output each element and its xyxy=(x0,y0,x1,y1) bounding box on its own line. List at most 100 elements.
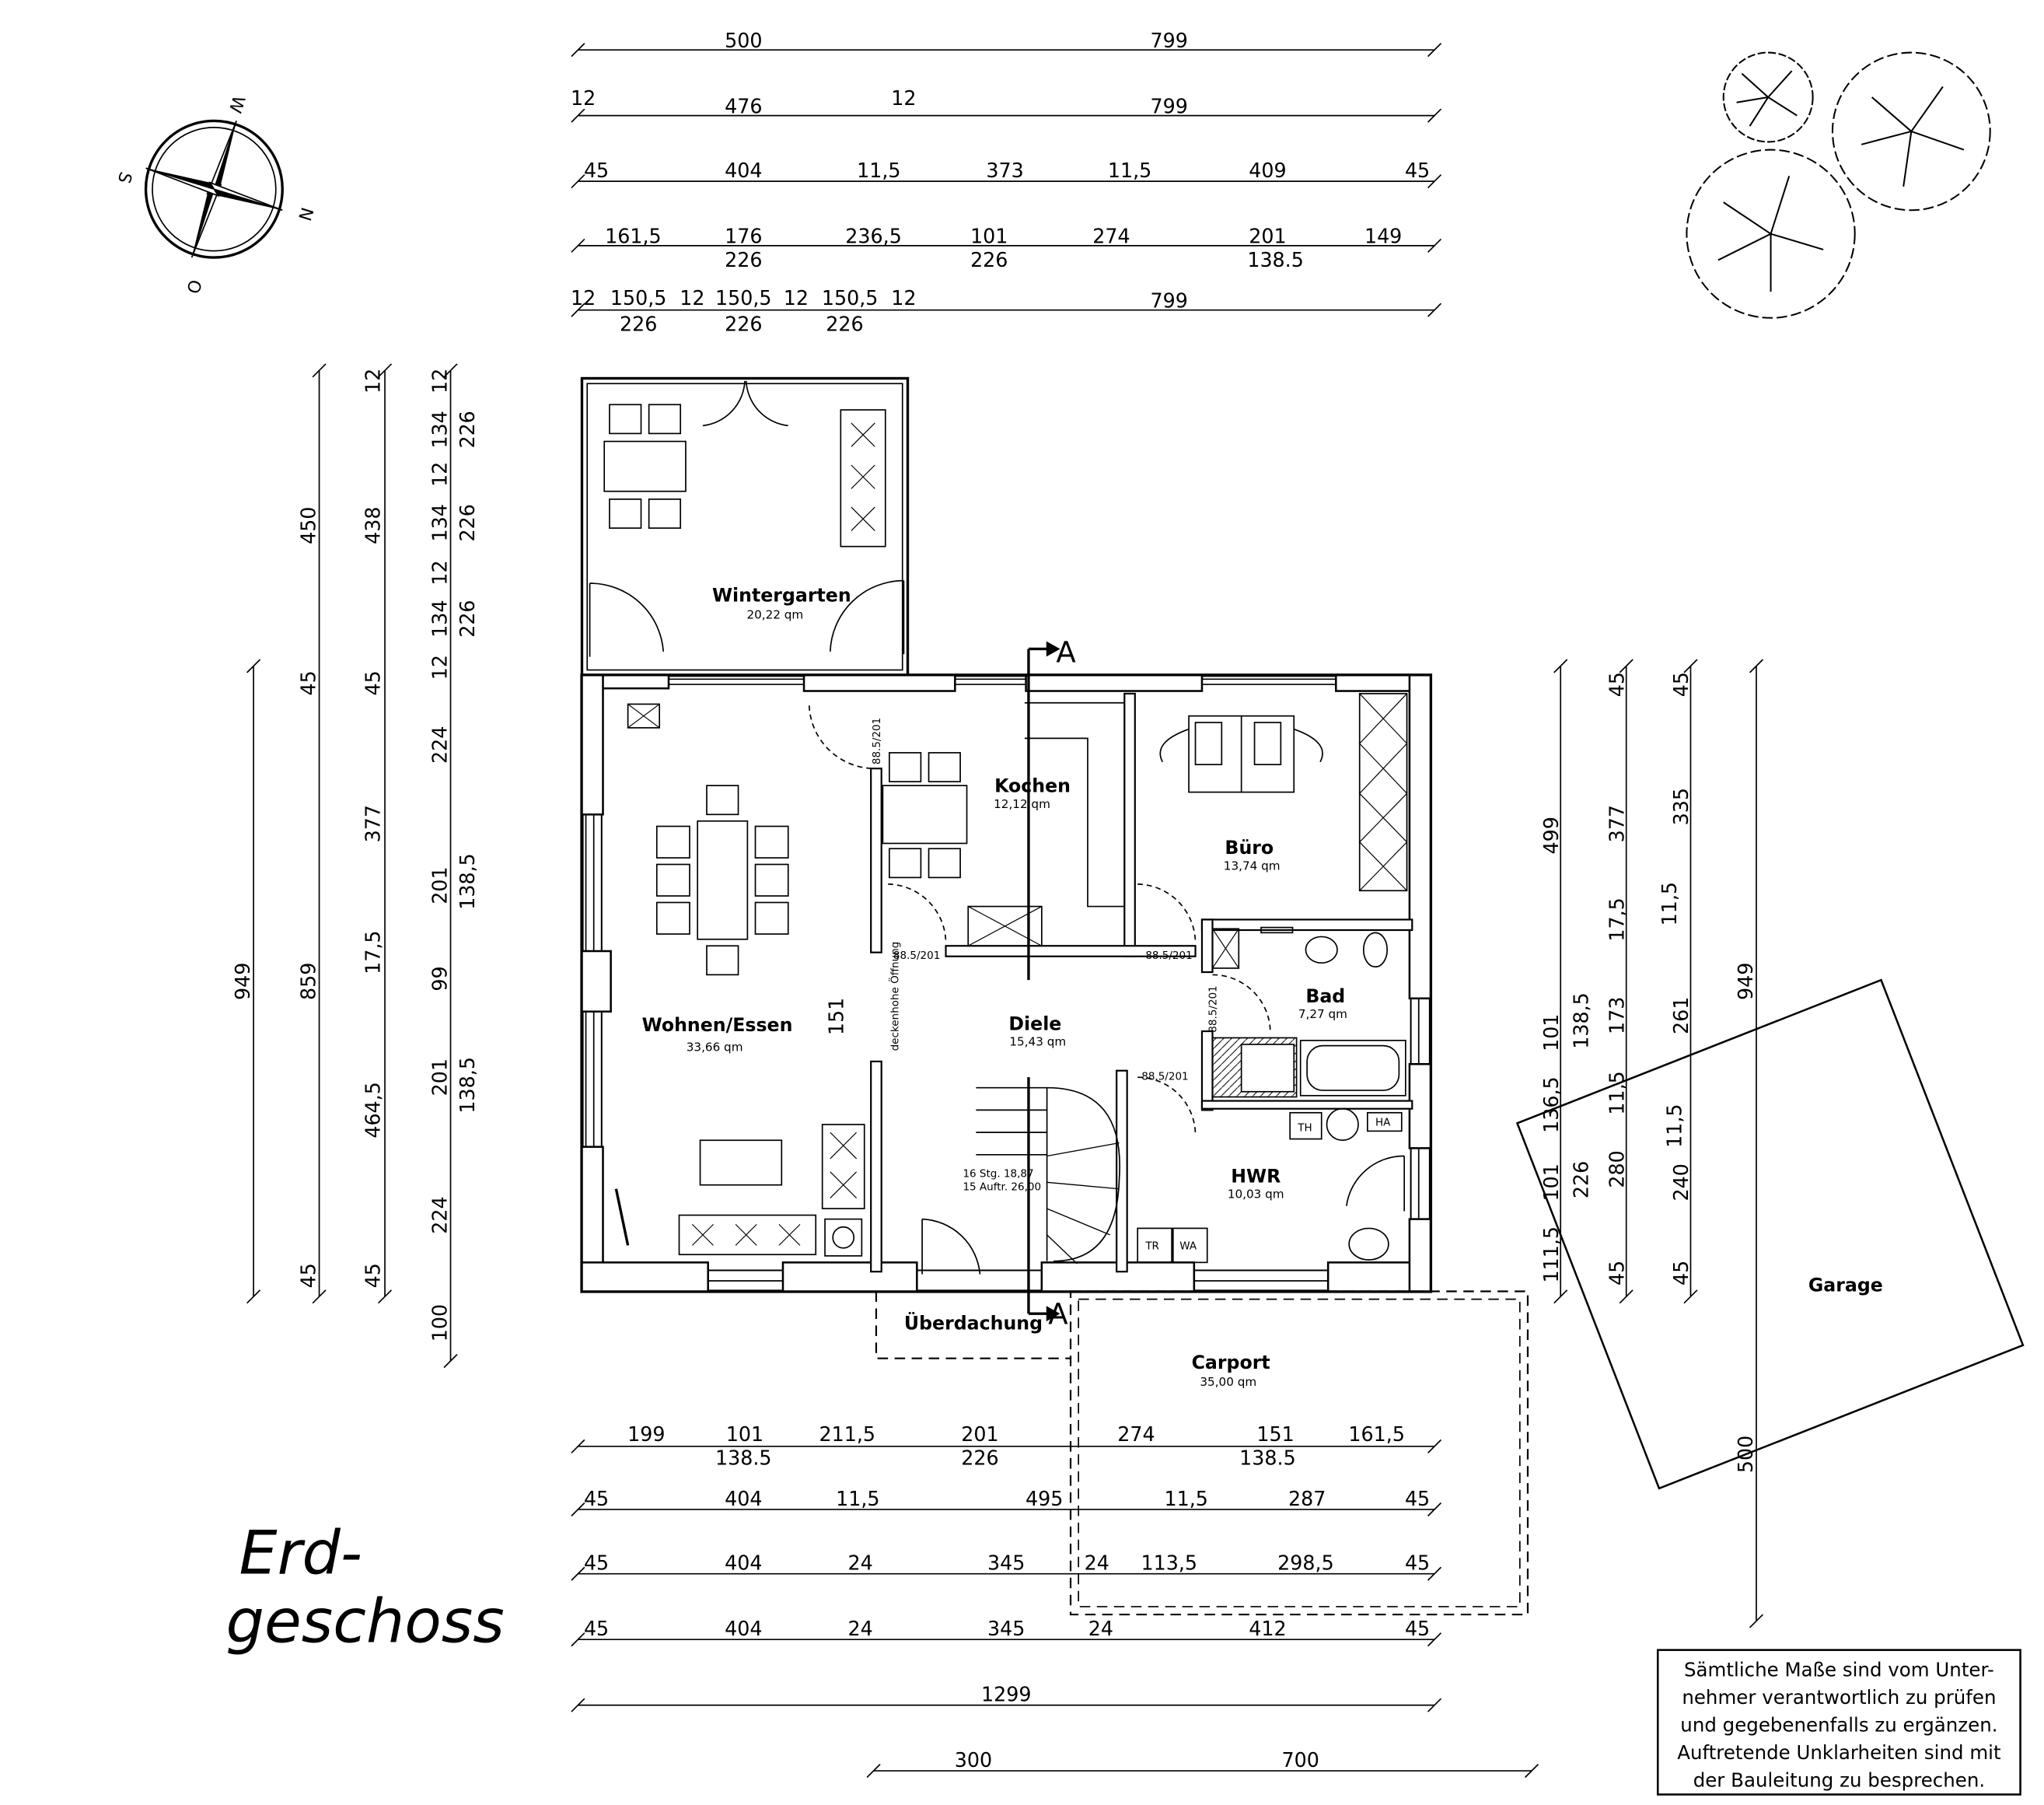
dim-right: 949 xyxy=(1734,963,1757,1000)
dimension-tick xyxy=(866,1764,881,1779)
dim-left: 12 xyxy=(428,462,451,487)
dimension-tick xyxy=(312,1289,327,1304)
note-line-3: und gegebenenfalls zu ergänzen. xyxy=(1680,1713,1997,1736)
dim-bottom: 45 xyxy=(584,1617,609,1640)
dims-left: 949 450 45 859 45 12 438 45 377 17,5 464… xyxy=(231,369,479,1342)
door-label: 88.5/201 xyxy=(871,718,883,764)
room-label-bad: Bad xyxy=(1305,985,1345,1007)
dim-bottom: 11,5 xyxy=(836,1487,879,1510)
dim-top: 12 xyxy=(680,286,704,310)
dim-top: 226 xyxy=(826,313,863,336)
dim-left: 99 xyxy=(428,966,451,991)
room-area-wintergarten: 20,22 qm xyxy=(746,608,803,622)
dim-left: 45 xyxy=(361,1263,384,1288)
dim-left: 201 xyxy=(428,1058,451,1096)
note-line-4: Auftretende Unklarheiten sind mit xyxy=(1677,1741,2001,1764)
dimension-tick xyxy=(571,238,585,253)
dim-top: 45 xyxy=(584,159,609,182)
dim-top: 150,5 xyxy=(715,286,772,310)
dim-left: 134 xyxy=(428,504,451,541)
compass-north-label: N xyxy=(294,205,316,222)
dim-left: 464,5 xyxy=(361,1082,384,1139)
dim-left: 226 xyxy=(456,600,479,637)
room-area-bad: 7,27 qm xyxy=(1298,1007,1347,1021)
dim-top: 12 xyxy=(571,286,596,310)
dimension-tick xyxy=(246,1289,261,1304)
dimension-tick xyxy=(1525,1764,1539,1779)
dim-left: 224 xyxy=(428,726,451,764)
dim-right: 45 xyxy=(1605,1261,1628,1286)
dimension-tick xyxy=(571,303,585,317)
dimension-tick xyxy=(571,1439,585,1453)
dim-left: 17,5 xyxy=(361,930,384,974)
dim-top: 11,5 xyxy=(857,159,900,182)
dimension-tick xyxy=(378,363,393,378)
note-line-1: Sämtliche Maße sind vom Unter- xyxy=(1684,1658,1994,1681)
dim-right: 45 xyxy=(1669,672,1693,697)
dim-right: 136,5 xyxy=(1539,1076,1563,1133)
dim-left: 12 xyxy=(428,560,451,585)
dimension-tick xyxy=(1427,174,1442,189)
dim-left: 949 xyxy=(231,963,254,1000)
door-label: 88.5/201 xyxy=(1141,1071,1188,1083)
dim-left: 100 xyxy=(428,1304,451,1342)
dim-right: 111,5 xyxy=(1539,1226,1563,1283)
dim-bottom: 138.5 xyxy=(715,1446,772,1469)
dimension-tick xyxy=(312,363,327,378)
dim-right: 377 xyxy=(1605,805,1628,842)
dim-left: 226 xyxy=(456,411,479,448)
dim-bottom: 45 xyxy=(584,1487,609,1510)
dim-top: 500 xyxy=(725,29,762,52)
room-area-hwr: 10,03 qm xyxy=(1228,1188,1284,1202)
dim-top: 11,5 xyxy=(1108,159,1151,182)
dimension-tick xyxy=(1427,238,1442,253)
dim-right: 226 xyxy=(1570,1161,1593,1198)
dims-right: 499 101 136,5 101 111,5 138,5 226 45 377… xyxy=(1539,672,1757,1473)
fixture-label-tr: TR xyxy=(1144,1240,1159,1252)
dim-bottom: 287 xyxy=(1288,1487,1326,1510)
dim-left: 12 xyxy=(428,369,451,394)
section-marker-bottom: A xyxy=(1048,1298,1068,1331)
room-area-buero: 13,74 qm xyxy=(1224,859,1281,873)
door-label: 88.5/201 xyxy=(1207,985,1220,1032)
dimension-tick xyxy=(1427,1698,1442,1712)
room-label-wohnen: Wohnen/Essen xyxy=(642,1014,793,1036)
compass-south-label: S xyxy=(114,170,135,186)
dim-top: 404 xyxy=(725,159,762,182)
room-area-diele: 15,43 qm xyxy=(1009,1035,1066,1049)
dimension-tick xyxy=(1427,43,1442,58)
dimension-tick xyxy=(1683,659,1698,673)
dim-right: 500 xyxy=(1734,1436,1757,1473)
stairs-label: 15 Auftr. 26,00 xyxy=(963,1181,1041,1193)
dimension-tick xyxy=(443,363,458,378)
dim-top: 226 xyxy=(970,248,1008,271)
section-marker-top: A xyxy=(1056,635,1076,669)
dimension-tick xyxy=(1427,1566,1442,1581)
dim-top: 161,5 xyxy=(605,225,662,248)
dim-right: 45 xyxy=(1669,1261,1693,1286)
fixture-label-th: TH xyxy=(1297,1121,1312,1134)
room-label-garage: Garage xyxy=(1808,1275,1883,1296)
dimension-tick xyxy=(1427,303,1442,317)
dimension-tick xyxy=(1683,1289,1698,1304)
compass-rose-icon: W N O S xyxy=(114,93,316,296)
dimension-tick xyxy=(571,174,585,189)
dimension-tick xyxy=(571,1566,585,1581)
dim-top: 236,5 xyxy=(845,225,902,248)
dim-bottom: 404 xyxy=(725,1617,762,1640)
dim-bottom: 45 xyxy=(1405,1551,1430,1575)
dim-left: 12 xyxy=(361,369,384,394)
room-label-carport: Carport xyxy=(1192,1352,1270,1373)
dim-top: 799 xyxy=(1151,94,1188,117)
dim-left: 859 xyxy=(296,963,320,1000)
dim-right: 45 xyxy=(1605,672,1628,697)
dim-top: 799 xyxy=(1151,289,1188,312)
dim-left: 45 xyxy=(296,1263,320,1288)
dimension-tick xyxy=(1427,1439,1442,1453)
dim-top: 101 xyxy=(970,225,1008,248)
dim-bottom: 211,5 xyxy=(819,1422,876,1446)
dim-right: 101 xyxy=(1539,1014,1563,1051)
dimension-tick xyxy=(571,43,585,58)
dim-bottom: 101 xyxy=(726,1422,763,1446)
